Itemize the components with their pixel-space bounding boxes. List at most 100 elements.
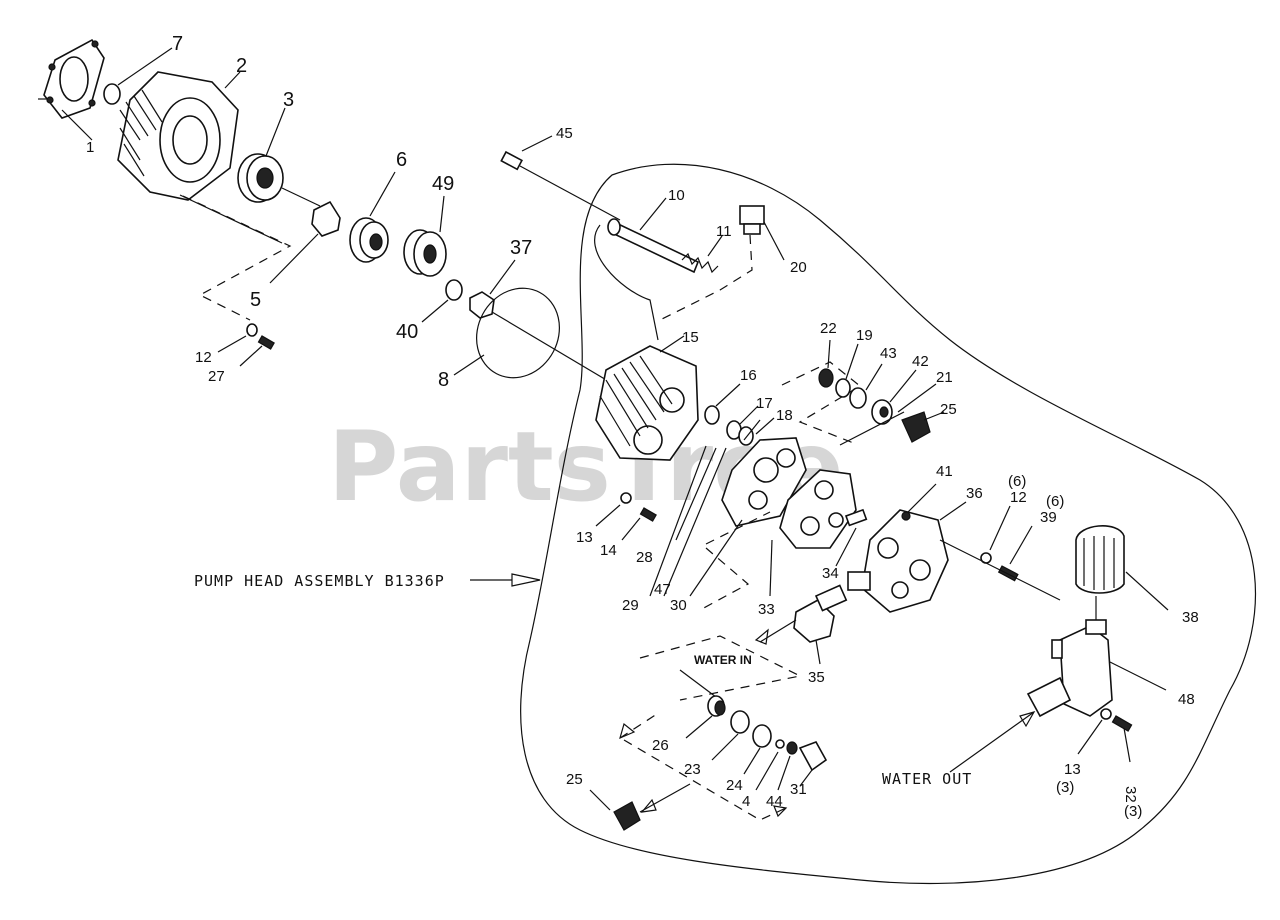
manifold-plate-part-30 xyxy=(721,437,807,527)
callout-1: 1 xyxy=(86,139,94,156)
pump-head-part-15 xyxy=(595,345,699,461)
ball-part-4 xyxy=(775,739,785,749)
seal-part-26 xyxy=(707,695,726,717)
spring-part-44 xyxy=(786,741,798,755)
callout-45: 45 xyxy=(556,125,573,142)
fitting-part-35 xyxy=(793,584,848,643)
callout-13-right: 13 xyxy=(1064,761,1081,778)
callout-qty-12: (6) xyxy=(1008,473,1026,490)
callout-40: 40 xyxy=(396,321,418,343)
callout-34: 34 xyxy=(822,565,839,582)
callout-18: 18 xyxy=(776,407,793,424)
callout-19: 19 xyxy=(856,327,873,344)
callout-48: 48 xyxy=(1178,691,1195,708)
bearing-part-3 xyxy=(237,153,284,203)
wobble-plate-part-6 xyxy=(349,217,389,263)
callout-41: 41 xyxy=(936,463,953,480)
callout-42: 42 xyxy=(912,353,929,370)
plunger-part-10 xyxy=(607,218,700,274)
coupling-part-5 xyxy=(311,200,341,237)
seal-part-16 xyxy=(704,405,720,425)
nozzle-part-25-upper xyxy=(901,411,931,443)
washer-part-40 xyxy=(445,279,463,301)
ring-part-43 xyxy=(849,387,867,409)
pin-part-45 xyxy=(500,150,523,171)
callout-12-left: 12 xyxy=(195,349,212,366)
bolt-part-27 xyxy=(257,335,275,350)
callout-qty-39: (6) xyxy=(1046,493,1064,510)
callout-16: 16 xyxy=(740,367,757,384)
callout-8: 8 xyxy=(438,369,449,391)
callout-23: 23 xyxy=(684,761,701,778)
nozzle-part-25-lower xyxy=(613,801,641,831)
washer-part-13 xyxy=(620,492,632,504)
callout-3: 3 xyxy=(283,89,294,111)
callout-6: 6 xyxy=(396,149,407,171)
callout-30: 30 xyxy=(670,597,687,614)
callout-21: 21 xyxy=(936,369,953,386)
callout-33: 33 xyxy=(758,601,775,618)
callout-31: 31 xyxy=(790,781,807,798)
callout-44: 44 xyxy=(766,793,783,810)
bearing-part-49 xyxy=(403,229,447,277)
callout-11: 11 xyxy=(716,223,732,240)
callout-39: 39 xyxy=(1040,509,1057,526)
callout-25-lower: 25 xyxy=(566,771,583,788)
callout-qty-32: (3) xyxy=(1124,803,1142,820)
callout-32: 32 xyxy=(1122,786,1139,803)
callout-37: 37 xyxy=(510,237,532,259)
bolt-part-14 xyxy=(639,507,657,522)
nut-part-37 xyxy=(469,291,495,319)
gasket-part-1 xyxy=(43,38,105,119)
callout-43: 43 xyxy=(880,345,897,362)
callout-13-left: 13 xyxy=(576,529,593,546)
callout-25-upper: 25 xyxy=(940,401,957,418)
bolt-part-32 xyxy=(1111,715,1133,732)
callout-5: 5 xyxy=(250,289,261,311)
adjustment-knob-part-38 xyxy=(1075,525,1125,594)
water-in-label: WATER IN xyxy=(694,653,752,667)
water-out-label: WATER OUT xyxy=(882,770,972,788)
ring-part-19 xyxy=(835,378,851,398)
callout-24: 24 xyxy=(726,777,743,794)
nozzle-part-31 xyxy=(798,741,828,772)
callout-14: 14 xyxy=(600,542,617,559)
assembly-label: PUMP HEAD ASSEMBLY B1336P xyxy=(194,572,445,590)
callout-29: 29 xyxy=(622,597,639,614)
o-ring-part-8 xyxy=(476,287,560,379)
connector-part-34 xyxy=(844,508,868,527)
callout-35: 35 xyxy=(808,669,825,686)
fitting-part-42 xyxy=(871,399,893,425)
callout-49: 49 xyxy=(432,173,454,195)
washer-part-12-left xyxy=(246,323,258,337)
ring-part-24 xyxy=(752,724,772,748)
callout-27: 27 xyxy=(208,368,225,385)
bolt-part-39 xyxy=(997,565,1019,582)
callout-15: 15 xyxy=(682,329,699,346)
callout-47: 47 xyxy=(654,581,671,598)
ring-part-23 xyxy=(730,710,750,734)
gasket-part-33 xyxy=(779,469,857,549)
callout-2: 2 xyxy=(236,55,247,77)
callout-22: 22 xyxy=(820,320,837,337)
callout-17: 17 xyxy=(756,395,773,412)
callout-7: 7 xyxy=(172,33,183,55)
unloader-part-48 xyxy=(1026,619,1113,718)
callout-10: 10 xyxy=(668,187,685,204)
callout-qty-13: (3) xyxy=(1056,779,1074,796)
callout-4: 4 xyxy=(742,793,750,810)
assembly-outline xyxy=(520,163,1257,885)
housing-part-2 xyxy=(117,71,239,201)
o-ring-part-7 xyxy=(103,83,121,105)
seal-part-22 xyxy=(818,368,834,388)
washer-part-13-right xyxy=(1100,708,1112,720)
callout-12-right: 12 xyxy=(1010,489,1027,506)
callout-28: 28 xyxy=(636,549,653,566)
callout-38: 38 xyxy=(1182,609,1199,626)
seal-part-17b xyxy=(738,426,754,446)
callout-36: 36 xyxy=(966,485,983,502)
callout-26: 26 xyxy=(652,737,669,754)
callout-20: 20 xyxy=(790,259,807,276)
spring-part-11 xyxy=(681,252,719,274)
